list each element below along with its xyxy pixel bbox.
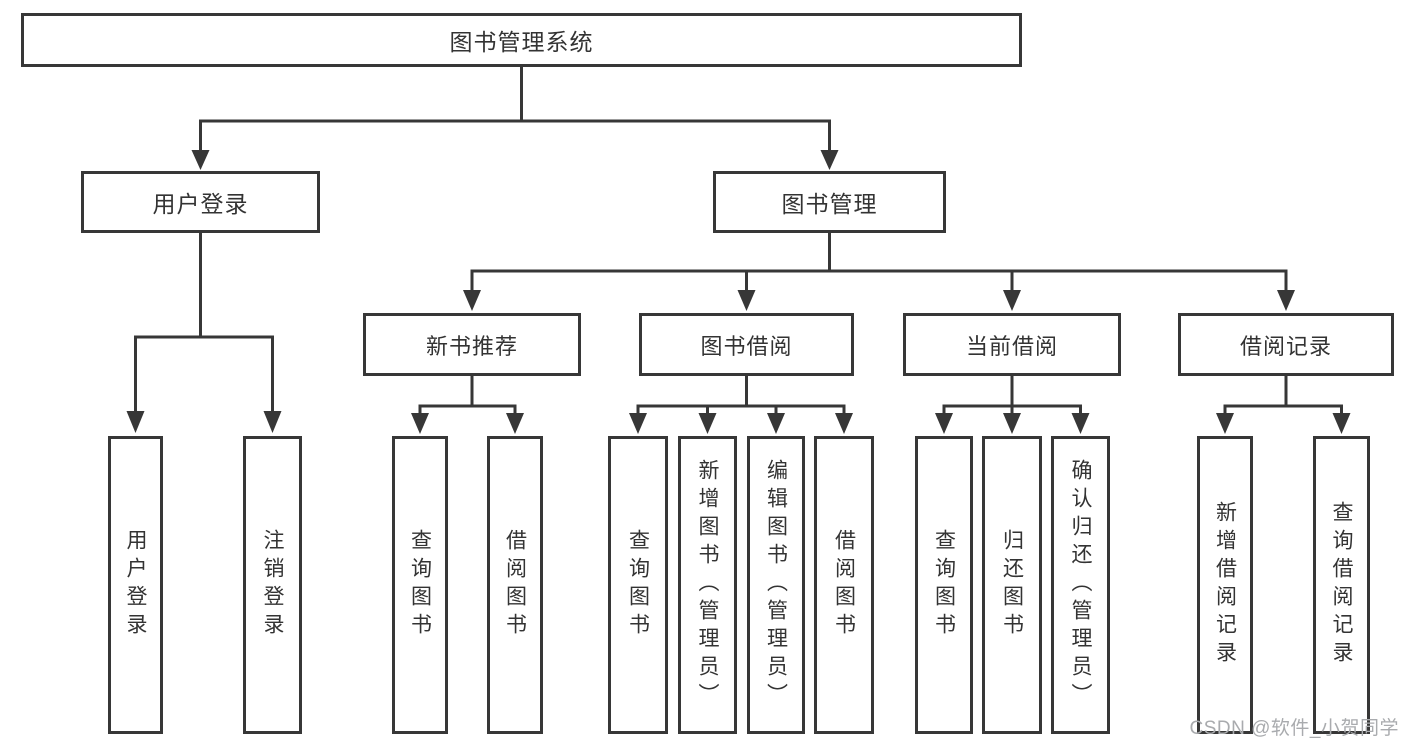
leaf-add-books-admin-label: 新增图书（管理员） [696,459,719,711]
leaf-edit-books-admin: 编辑图书（管理员） [747,436,805,734]
node-new-book-recommend-label: 新书推荐 [425,333,518,359]
leaf-query-borrow-record: 查询借阅记录 [1313,436,1370,734]
node-root-label: 图书管理系统 [449,29,594,55]
leaf-query-borrow-record-label: 查询借阅记录 [1330,501,1353,669]
leaf-add-borrow-record-label: 新增借阅记录 [1213,501,1237,669]
node-borrow-records-label: 借阅记录 [1239,333,1332,359]
leaf-borrow-books-label: 借阅图书 [832,529,856,641]
leaf-return-books: 归还图书 [982,436,1042,734]
node-book-borrow-label: 图书借阅 [700,333,793,359]
leaf-add-borrow-record: 新增借阅记录 [1197,436,1253,734]
leaf-current-query-books-label: 查询图书 [932,529,956,641]
leaf-recommend-borrow-books: 借阅图书 [487,436,543,734]
csdn-watermark: CSDN @软件_小贺同学 [1189,718,1399,739]
node-new-book-recommend: 新书推荐 [363,313,581,376]
leaf-borrow-query-books-label: 查询图书 [626,529,650,641]
node-root: 图书管理系统 [21,13,1022,67]
leaf-return-books-label: 归还图书 [1000,529,1024,641]
node-book-management-label: 图书管理 [781,191,878,217]
leaf-user-login-label: 用户登录 [124,529,147,641]
leaf-recommend-query-books: 查询图书 [392,436,448,734]
node-user-login-label: 用户登录 [152,191,249,217]
leaf-current-query-books: 查询图书 [915,436,973,734]
leaf-edit-books-admin-label: 编辑图书（管理员） [764,459,788,711]
leaf-confirm-return-admin-label: 确认归还（管理员） [1069,459,1092,711]
leaf-confirm-return-admin: 确认归还（管理员） [1051,436,1110,734]
leaf-recommend-query-books-label: 查询图书 [408,529,432,641]
node-current-borrow-label: 当前借阅 [965,333,1058,359]
leaf-recommend-borrow-books-label: 借阅图书 [503,529,527,641]
node-current-borrow: 当前借阅 [903,313,1121,376]
leaf-user-login: 用户登录 [108,436,163,734]
leaf-logout-label: 注销登录 [261,529,284,641]
leaf-logout: 注销登录 [243,436,302,734]
node-user-login: 用户登录 [81,171,320,233]
node-borrow-records: 借阅记录 [1178,313,1394,376]
leaf-borrow-books: 借阅图书 [814,436,874,734]
node-book-management: 图书管理 [713,171,946,233]
leaf-borrow-query-books: 查询图书 [608,436,668,734]
node-book-borrow: 图书借阅 [639,313,854,376]
leaf-add-books-admin: 新增图书（管理员） [678,436,737,734]
